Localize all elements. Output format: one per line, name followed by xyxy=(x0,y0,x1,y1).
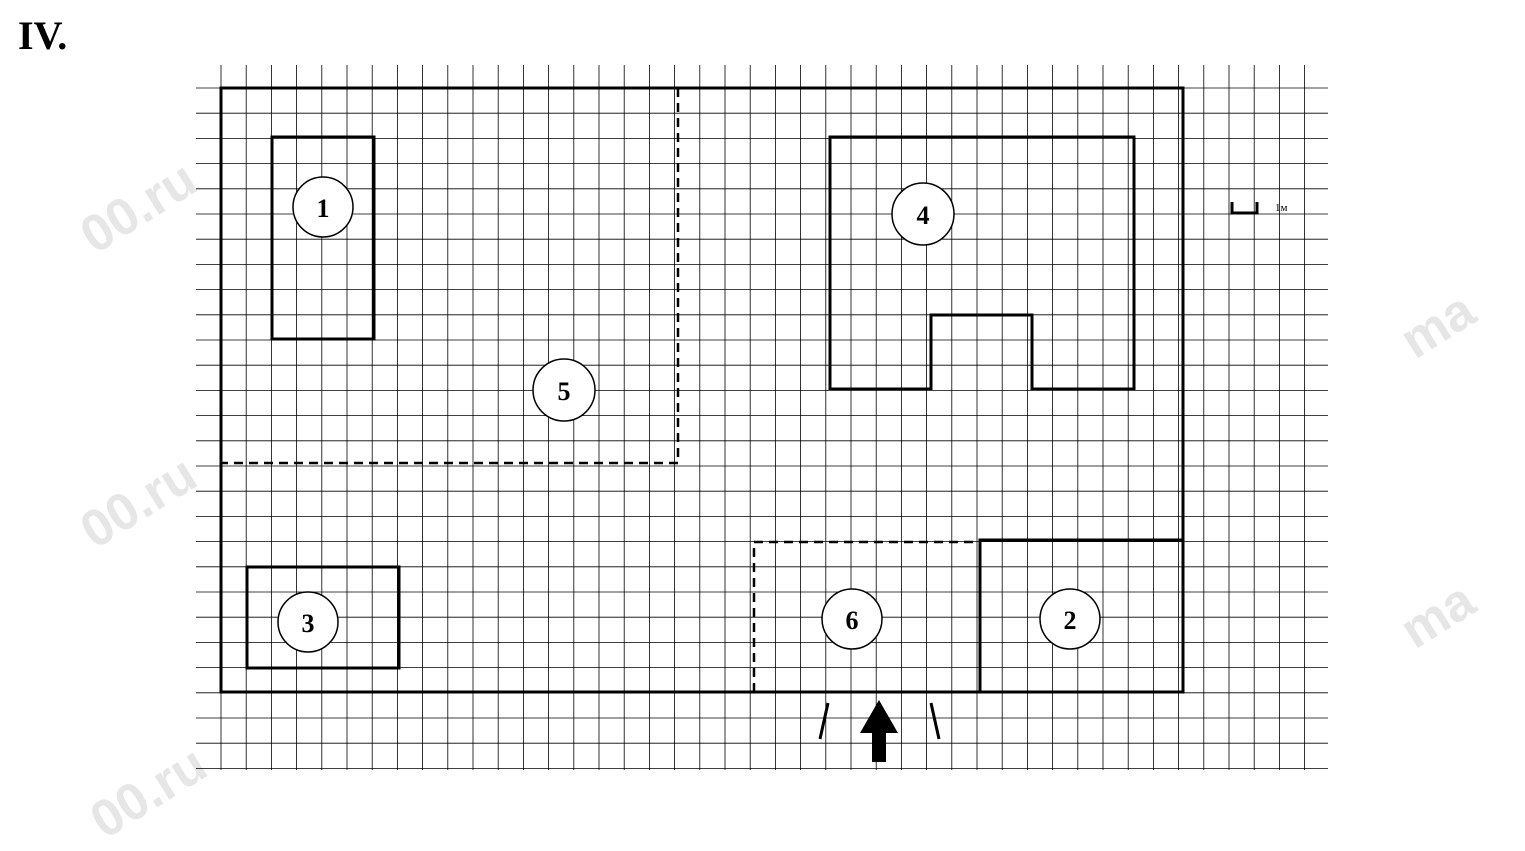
area-number: 5 xyxy=(558,377,571,406)
zone-6-boundary xyxy=(752,540,980,692)
scale-label: 1м xyxy=(1275,202,1288,214)
entrance-right-door xyxy=(929,702,941,740)
object-2 xyxy=(978,538,1183,692)
page-title: IV. xyxy=(18,13,68,58)
area-marker-4: 4 xyxy=(891,182,955,246)
grid xyxy=(196,65,1328,770)
entrance xyxy=(818,700,941,762)
area-number: 2 xyxy=(1064,606,1077,635)
scale-bar xyxy=(1230,202,1259,215)
area-marker-5: 5 xyxy=(532,358,596,422)
area-marker-6: 6 xyxy=(821,588,883,650)
object-3 xyxy=(245,565,401,670)
area-marker-3: 3 xyxy=(277,591,339,653)
area-marker-1: 1 xyxy=(292,176,354,238)
object-4 xyxy=(828,135,1136,391)
scale-marker: 1м xyxy=(1230,202,1288,215)
area-number: 4 xyxy=(917,201,930,230)
area-number: 6 xyxy=(846,606,859,635)
area-number: 1 xyxy=(317,194,330,223)
entrance-left-door xyxy=(818,702,830,740)
floor-plan-diagram: 1м 1 2 3 4 5 6 xyxy=(196,65,1328,770)
outer-wall xyxy=(219,86,1185,694)
object-1 xyxy=(270,135,376,341)
area-number: 3 xyxy=(302,609,315,638)
area-marker-2: 2 xyxy=(1039,588,1101,650)
zone-5-boundary xyxy=(221,88,680,465)
arrow-up-icon xyxy=(860,700,898,762)
